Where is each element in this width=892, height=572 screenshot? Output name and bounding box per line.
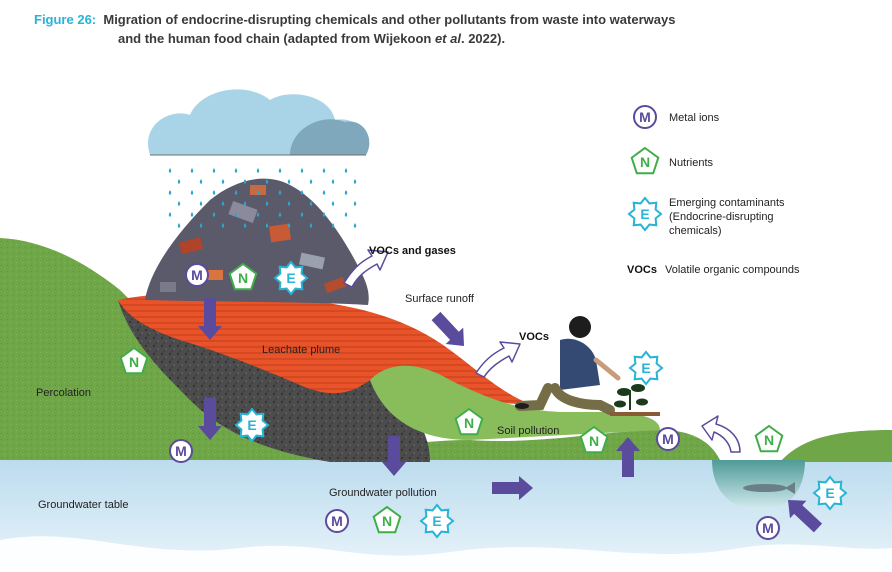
svg-text:M: M [662, 431, 674, 447]
evaporation-arrow [701, 415, 741, 453]
right-soil-bank [780, 430, 892, 462]
vocs-arrow [475, 341, 521, 378]
nutrient-symbol-soil: N [454, 407, 484, 436]
svg-text:M: M [175, 443, 187, 459]
nutrient-symbol-bank: N [754, 424, 784, 453]
svg-text:N: N [129, 354, 139, 370]
vocs-gases-label: VOCs and gases [369, 245, 456, 257]
figure-number: Figure 26: [34, 12, 97, 27]
rain-drops [168, 168, 357, 228]
legend-metal-icon: M [633, 105, 657, 129]
nutrient-symbol-groundwater: N [372, 505, 402, 534]
legend-emerging-line3: chemicals) [669, 225, 722, 237]
vocs-gases-arrow [343, 249, 389, 288]
plant-icon [610, 384, 660, 416]
svg-text:E: E [825, 485, 834, 501]
svg-text:E: E [286, 270, 295, 286]
surface-runoff-arrow [431, 311, 464, 346]
figure-title-line2-end: . 2022). [460, 31, 506, 46]
metal-symbol-pond: M [756, 516, 780, 540]
emerging-symbol-pond: E [812, 475, 848, 511]
legend-metal-text: Metal ions [669, 112, 720, 124]
svg-text:E: E [641, 360, 650, 376]
legend-vocs-text: Volatile organic compounds [665, 264, 800, 276]
svg-text:N: N [382, 513, 392, 529]
svg-text:M: M [191, 267, 203, 283]
legend-emerging-icon: E [627, 196, 663, 232]
soil-mound [370, 365, 660, 440]
svg-text:E: E [640, 206, 649, 222]
groundwater-table-label: Groundwater table [38, 499, 129, 511]
vocs-label: VOCs [519, 331, 549, 343]
leachate-plume-label: Leachate plume [262, 344, 340, 356]
groundwater-up-arrow [616, 437, 640, 477]
emerging-symbol-plant: E [628, 350, 664, 386]
emerging-symbol-groundwater: E [419, 503, 455, 539]
svg-text:N: N [464, 415, 474, 431]
svg-text:N: N [640, 154, 650, 170]
nutrient-symbol-waste: N [228, 262, 258, 291]
svg-text:E: E [247, 417, 256, 433]
legend-vocs-abbr: VOCs [627, 264, 657, 276]
groundwater-lower-edge [0, 536, 892, 572]
groundwater-flow-arrow [492, 476, 533, 500]
emerging-symbol-waste: E [273, 260, 309, 296]
nutrient-symbol-percolation: N [119, 346, 149, 375]
flow-arrows [198, 249, 823, 533]
nutrient-symbol-soil-2: N [579, 425, 609, 454]
legend-emerging-line2: (Endocrine-disrupting [669, 211, 774, 223]
metal-symbol-groundwater: M [325, 509, 349, 533]
fish-tail-icon [785, 482, 795, 494]
fish-icon [743, 484, 787, 492]
svg-text:M: M [762, 520, 774, 536]
soil-pollution-label: Soil pollution [497, 425, 559, 437]
rain-cloud-icon [148, 89, 370, 156]
metal-symbol-percolation: M [169, 439, 193, 463]
svg-text:N: N [764, 432, 774, 448]
legend-emerging-line1: Emerging contaminants [669, 197, 785, 209]
legend-nutrient-icon: N [630, 146, 660, 175]
svg-text:M: M [639, 109, 651, 125]
svg-text:N: N [589, 433, 599, 449]
svg-text:N: N [238, 270, 248, 286]
percolation-arrow-2 [198, 398, 222, 440]
pollutant-symbols: M N E N E M N N M E N M N E E M [119, 260, 848, 540]
groundwater-pollution-label: Groundwater pollution [329, 487, 437, 499]
figure-title-italic: et al [434, 31, 461, 46]
metal-symbol-soil: M [656, 427, 680, 451]
percolation-label: Percolation [36, 387, 91, 399]
legend: M N E Metal ions Nutrients Emerging contam… [627, 105, 800, 276]
surface-runoff-label: Surface runoff [405, 293, 475, 305]
person-icon [515, 316, 621, 415]
metal-symbol-waste: M [185, 263, 209, 287]
emerging-symbol-percolation: E [234, 407, 270, 443]
percolation-arrow-1 [198, 298, 222, 340]
figure-title-line2: and the human food chain (adapted from W… [118, 31, 435, 46]
left-soil-hill [0, 238, 720, 460]
svg-text:M: M [331, 513, 343, 529]
groundwater-down-arrow [382, 436, 406, 476]
svg-text:E: E [432, 513, 441, 529]
figure-caption: Figure 26: Migration of endocrine-disrup… [34, 10, 874, 48]
figure-title-line1: Migration of endocrine-disrupting chemic… [103, 12, 676, 27]
legend-nutrient-text: Nutrients [669, 157, 714, 169]
pond-inflow-arrow [788, 500, 823, 533]
